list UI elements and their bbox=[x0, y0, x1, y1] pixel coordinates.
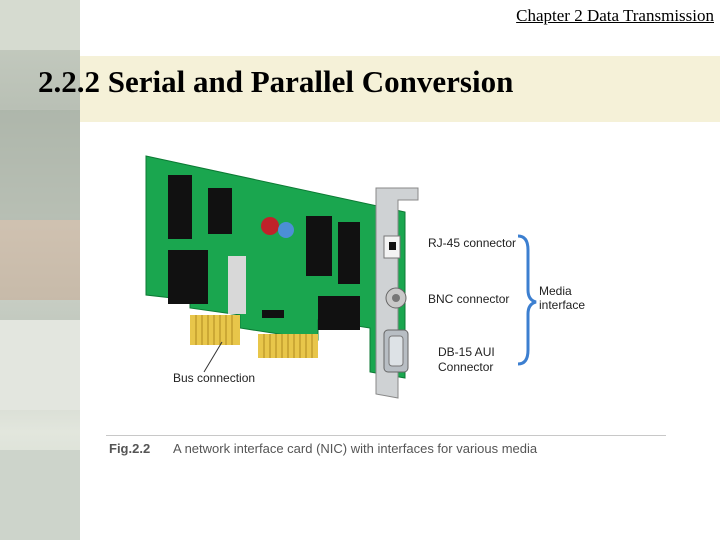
metal-bracket bbox=[376, 188, 418, 398]
figure-number: Fig.2.2 bbox=[109, 441, 150, 456]
label-db15-line1: DB-15 AUI bbox=[438, 345, 495, 359]
chapter-header: Chapter 2 Data Transmission bbox=[516, 6, 714, 26]
media-brace bbox=[518, 236, 536, 364]
label-media-line2: interface bbox=[539, 298, 585, 312]
slide-title: 2.2.2 Serial and Parallel Conversion bbox=[38, 64, 513, 100]
label-bnc: BNC connector bbox=[428, 292, 509, 306]
caption-rule bbox=[106, 435, 666, 436]
label-rj45: RJ-45 connector bbox=[428, 236, 516, 250]
label-bus-connection: Bus connection bbox=[173, 371, 255, 385]
bus-leader-line bbox=[204, 342, 222, 372]
figure-caption: A network interface card (NIC) with inte… bbox=[173, 441, 537, 456]
label-db15-line2: Connector bbox=[438, 360, 493, 374]
label-media-line1: Media bbox=[539, 284, 572, 298]
